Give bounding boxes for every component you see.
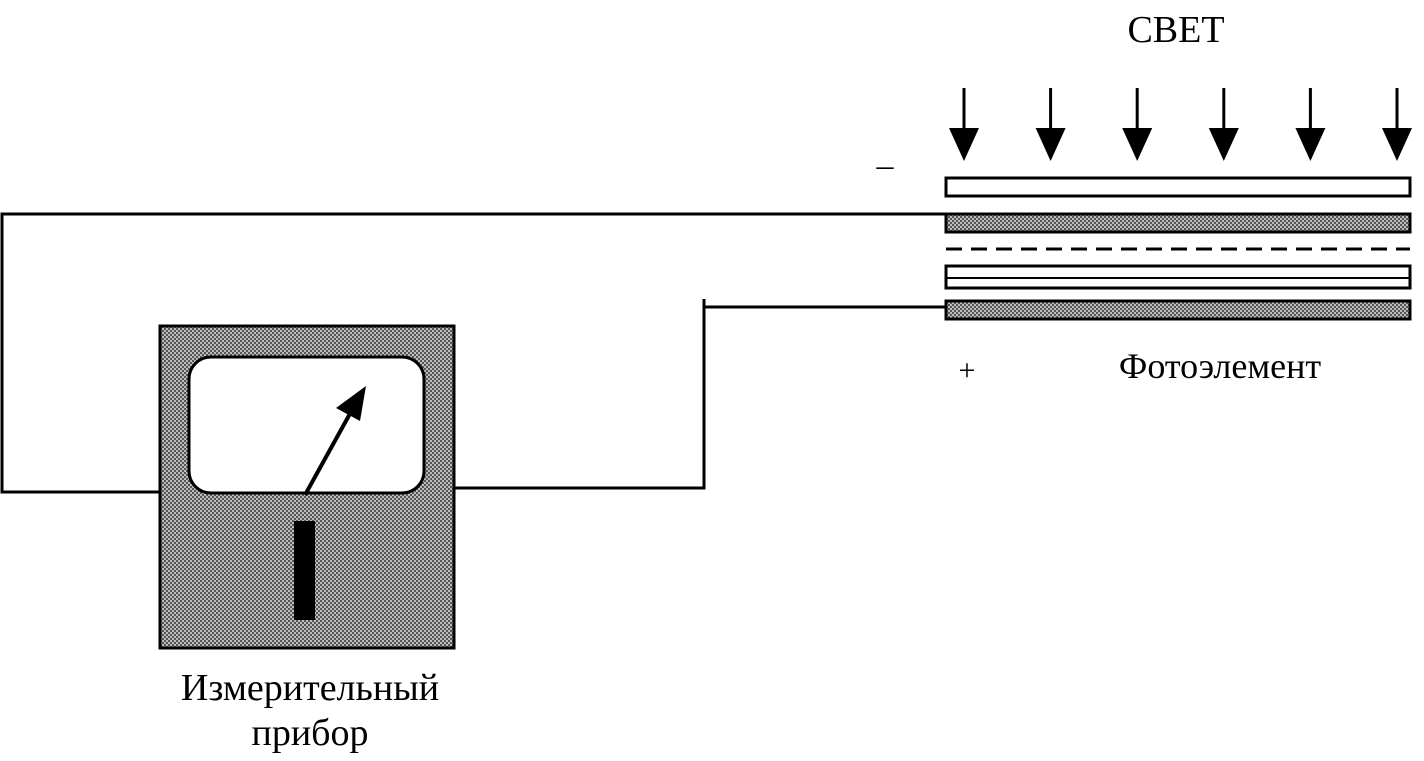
light-arrow-icon bbox=[949, 88, 979, 161]
wire-positive bbox=[454, 305, 946, 490]
measuring-instrument bbox=[158, 324, 456, 650]
plus-sign: + bbox=[959, 354, 976, 387]
wire-negative bbox=[0, 212, 946, 494]
light-arrow-head bbox=[1295, 128, 1326, 161]
photocell-top-layer bbox=[944, 176, 1412, 198]
light-arrows bbox=[949, 88, 1412, 161]
meter-needle-tip-icon bbox=[336, 386, 366, 421]
light-arrow-head bbox=[1382, 128, 1412, 161]
photocell-negative-electrode bbox=[944, 212, 1412, 234]
meter-dial-window bbox=[187, 355, 426, 495]
meter-label-line2: прибор bbox=[251, 712, 368, 754]
light-arrow-icon bbox=[1122, 88, 1153, 161]
minus-sign: – bbox=[876, 147, 895, 184]
light-arrow-head bbox=[949, 128, 979, 161]
light-arrow-icon bbox=[1295, 88, 1326, 161]
light-label: СВЕТ bbox=[1127, 9, 1224, 51]
photocell-positive-electrode bbox=[944, 299, 1412, 321]
meter-indicator-bar bbox=[294, 521, 315, 620]
light-arrow-icon bbox=[1035, 88, 1066, 161]
light-arrow-head bbox=[1122, 128, 1153, 161]
photocell-label: Фотоэлемент bbox=[1119, 346, 1321, 386]
light-arrow-icon bbox=[1208, 88, 1239, 161]
meter-label-line1: Измерительный bbox=[181, 667, 439, 709]
light-arrow-icon bbox=[1382, 88, 1412, 161]
light-arrow-head bbox=[1035, 128, 1066, 161]
light-arrow-head bbox=[1208, 128, 1239, 161]
meter-needle bbox=[303, 409, 354, 496]
photocell bbox=[944, 176, 1412, 321]
